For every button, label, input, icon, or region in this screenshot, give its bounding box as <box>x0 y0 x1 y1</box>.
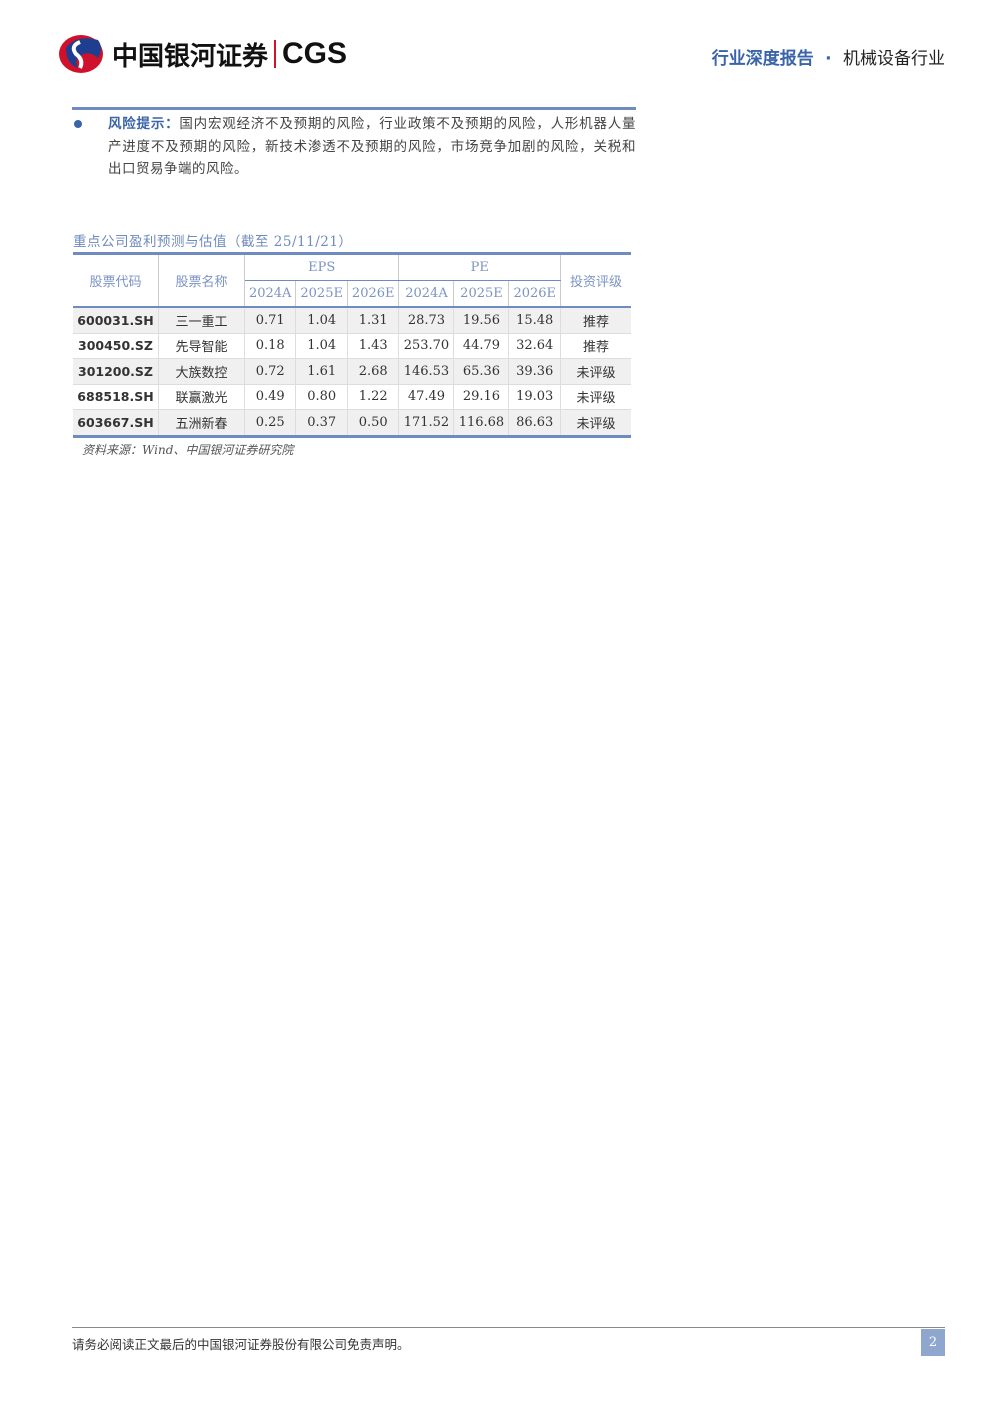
stock-name: 联赢激光 <box>158 383 245 410</box>
pe-value: 32.64 <box>508 332 561 359</box>
section-divider <box>72 107 636 110</box>
header-eps-year: 2025E <box>295 280 348 308</box>
header-pe-year: 2025E <box>453 280 510 308</box>
eps-value: 1.22 <box>346 383 400 410</box>
eps-value: 0.72 <box>243 358 297 385</box>
header-code: 股票代码 <box>73 253 159 308</box>
pe-value: 116.68 <box>453 409 510 437</box>
pe-value: 253.70 <box>398 332 455 359</box>
risk-warning: 风险提示：国内宏观经济不及预期的风险，行业政策不及预期的风险，人形机器人量产进度… <box>108 113 636 181</box>
risk-text: 国内宏观经济不及预期的风险，行业政策不及预期的风险，人形机器人量产进度不及预期的… <box>108 116 637 177</box>
separator-dot: · <box>825 49 832 69</box>
header-report-info: 行业深度报告 · 机械设备行业 <box>712 44 945 69</box>
header-pe: PE <box>398 253 561 281</box>
eps-value: 2.68 <box>346 358 400 385</box>
eps-value: 0.50 <box>346 409 400 437</box>
cgs-logo-icon <box>59 35 103 73</box>
eps-value: 1.43 <box>346 332 400 359</box>
stock-code: 301200.SZ <box>73 358 159 385</box>
page-number: 2 <box>921 1329 945 1356</box>
eps-value: 1.61 <box>295 358 348 385</box>
stock-code: 603667.SH <box>73 409 159 437</box>
stock-name: 先导智能 <box>158 332 245 359</box>
eps-value: 1.31 <box>346 306 400 334</box>
pe-value: 65.36 <box>453 358 510 385</box>
rating: 推荐 <box>560 306 631 334</box>
stock-code: 300450.SZ <box>73 332 159 359</box>
eps-value: 0.80 <box>295 383 348 410</box>
eps-value: 0.18 <box>243 332 297 359</box>
header-name: 股票名称 <box>158 253 245 308</box>
pe-value: 171.52 <box>398 409 455 437</box>
header-eps-year: 2026E <box>346 280 400 308</box>
company-logo: 中国银河证券 CGS <box>58 34 347 74</box>
eps-value: 1.04 <box>295 332 348 359</box>
pe-value: 29.16 <box>453 383 510 410</box>
table-caption: 重点公司盈利预测与估值（截至 25/11/21） <box>73 234 353 250</box>
header-pe-year: 2024A <box>398 280 455 308</box>
rating: 推荐 <box>560 332 631 359</box>
stock-code: 600031.SH <box>73 306 159 334</box>
stock-name: 五洲新春 <box>158 409 245 437</box>
industry-name: 机械设备行业 <box>843 49 945 69</box>
pe-value: 39.36 <box>508 358 561 385</box>
pe-value: 19.03 <box>508 383 561 410</box>
footer-disclaimer: 请务必阅读正文最后的中国银河证券股份有限公司免责声明。 <box>72 1337 410 1352</box>
stock-name: 大族数控 <box>158 358 245 385</box>
stock-code: 688518.SH <box>73 383 159 410</box>
header-eps: EPS <box>243 253 400 281</box>
footer-divider <box>72 1327 945 1328</box>
pe-value: 47.49 <box>398 383 455 410</box>
rating: 未评级 <box>560 383 631 410</box>
eps-value: 0.25 <box>243 409 297 437</box>
pe-value: 44.79 <box>453 332 510 359</box>
stock-name: 三一重工 <box>158 306 245 334</box>
pe-value: 15.48 <box>508 306 561 334</box>
risk-label: 风险提示： <box>108 116 180 132</box>
eps-value: 1.04 <box>295 306 348 334</box>
eps-value: 0.71 <box>243 306 297 334</box>
logo-text-cn: 中国银河证券 <box>112 41 269 72</box>
report-type: 行业深度报告 <box>711 49 814 69</box>
pe-value: 28.73 <box>398 306 455 334</box>
rating: 未评级 <box>560 358 631 385</box>
eps-value: 0.49 <box>243 383 297 410</box>
header-rating: 投资评级 <box>560 253 631 308</box>
header-pe-year: 2026E <box>508 280 561 308</box>
bullet-icon <box>74 120 82 128</box>
logo-divider <box>274 40 277 68</box>
header-eps-year: 2024A <box>244 280 297 308</box>
pe-value: 86.63 <box>508 409 561 437</box>
rating: 未评级 <box>560 409 631 437</box>
eps-value: 0.37 <box>295 409 348 437</box>
table-source: 资料来源：Wind、中国银河证券研究院 <box>82 443 294 457</box>
logo-text-en: CGS <box>282 37 348 70</box>
pe-value: 146.53 <box>398 358 455 385</box>
pe-value: 19.56 <box>453 306 510 334</box>
